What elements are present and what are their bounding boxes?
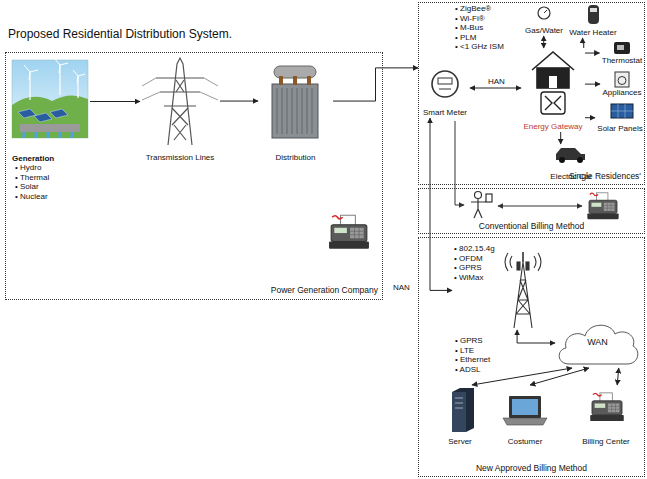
connector <box>430 118 452 290</box>
device-node: Gas/Water <box>523 4 565 36</box>
connector <box>543 36 544 48</box>
connector <box>470 88 521 89</box>
node-label: • Hydro <box>12 163 41 173</box>
connector <box>583 38 584 48</box>
device-node: Water Heater <box>567 2 619 38</box>
network-label: HAN <box>487 77 506 87</box>
server-icon <box>452 388 474 432</box>
device-node: Solar Panels <box>595 102 645 134</box>
billing-icon <box>329 215 369 249</box>
tower-node: • 802.15.4g• OFDM• GPRS• WiMax <box>452 242 545 330</box>
connector <box>585 53 600 54</box>
transmission-tower <box>142 58 218 145</box>
connector <box>333 68 418 101</box>
gateway-node: Energy Gateway <box>521 48 585 132</box>
connector <box>560 132 561 144</box>
node-label: Thermostat <box>602 56 642 66</box>
node-label: New Approved Billing Method <box>476 464 587 474</box>
device-node: Electric Car <box>548 144 594 182</box>
node-label: Distribution <box>275 153 315 163</box>
node-label: • WiMax <box>454 273 483 283</box>
generation-node: Generation• Hydro• Thermal• Solar• Nucle… <box>10 58 90 203</box>
device-node: Thermostat <box>600 40 645 66</box>
transmission-node: Transmission Lines <box>140 58 220 163</box>
node-label: WAN <box>587 338 608 348</box>
node-label: Transmission Lines <box>146 153 215 163</box>
smart-meter-node: Smart Meter <box>420 68 470 118</box>
protocol-label: • <1 GHz ISM <box>455 42 504 52</box>
house-icon <box>532 52 574 88</box>
node-label: Smart Meter <box>423 108 467 118</box>
protocol-label: • Ethernet <box>455 355 490 365</box>
node-label: • 802.15.4g <box>454 244 495 254</box>
protocol-label: • ADSL <box>455 365 480 375</box>
protocol-label: • GPRS <box>455 336 483 346</box>
device-node: Appliances <box>600 70 644 98</box>
node-label: Costumer <box>508 437 543 447</box>
node-label: Appliances <box>602 88 641 98</box>
node-label: Electric Car <box>550 172 591 182</box>
node-label: Conventional Billing Method <box>479 222 584 232</box>
smart-meter-icon <box>432 71 458 97</box>
billing-node: Billing Center <box>578 385 634 447</box>
node-label: • OFDM <box>454 254 483 264</box>
billing-panel: Conventional Billing Method <box>418 188 645 234</box>
generation-picture <box>12 58 88 138</box>
connector <box>90 101 140 102</box>
billing-panel: New Approved Billing Method• 802.15.4g• … <box>418 237 645 477</box>
company-panel: Power Generation Company Generation• Hydr… <box>5 52 383 300</box>
connector <box>617 368 619 385</box>
customer-node: Costumer <box>500 385 550 447</box>
node-label: • Thermal <box>12 173 49 183</box>
node-label: Server <box>448 437 472 447</box>
server-node: Server <box>440 385 480 447</box>
distribution-node: Distribution <box>258 58 333 163</box>
laptop-icon <box>503 396 547 425</box>
connector <box>220 101 258 102</box>
node-label: Generation <box>12 154 54 164</box>
protocol-label: • M-Bus <box>455 23 483 33</box>
protocol-label: • ZigBee® <box>455 4 491 14</box>
network-label: NAN <box>392 283 411 293</box>
connector <box>530 368 589 385</box>
meter-reader-figure <box>471 192 492 219</box>
node-label: Energy Gateway <box>523 122 582 132</box>
gateway-icon <box>541 92 565 114</box>
node-label: Water Heater <box>569 28 616 38</box>
node-label: • Nuclear <box>12 192 48 202</box>
connector <box>585 117 595 118</box>
node-label: • GPRS <box>454 263 482 273</box>
wan-cloud: WAN <box>555 318 640 368</box>
node-label: Solar Panels <box>597 124 642 134</box>
protocol-label: • LTE <box>455 346 474 356</box>
reading-arrows <box>455 121 582 206</box>
connector <box>585 84 600 85</box>
node-label: Gas/Water <box>525 26 563 36</box>
diagram-title: Proposed Residential Distribution System… <box>8 27 232 41</box>
protocol-label: • PLM <box>455 33 476 43</box>
connector <box>472 368 572 385</box>
node-label: Power Generation Company <box>271 286 378 296</box>
protocol-label: • Wi-Fi® <box>455 14 485 24</box>
distribution-transformer <box>272 66 318 138</box>
connector <box>517 330 555 343</box>
residence-panel: Single Residences'Smart MeterEnergy Gate… <box>418 2 645 185</box>
billing-icon <box>587 193 618 219</box>
node-label: • Solar <box>12 182 39 192</box>
billing-icon <box>590 393 624 421</box>
node-label: Billing Center <box>582 437 630 447</box>
cell-tower <box>505 252 541 328</box>
